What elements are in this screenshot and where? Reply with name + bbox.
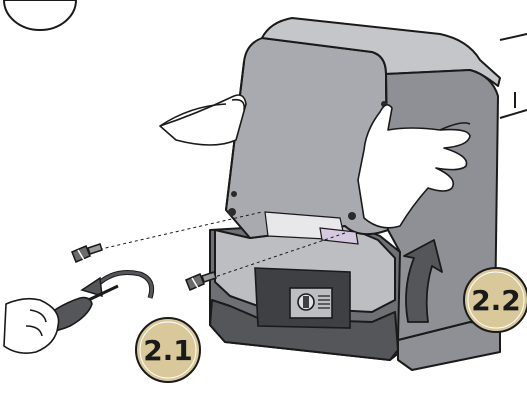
step-badge-2-2: 2.2: [464, 268, 527, 332]
hand-icon: [160, 95, 246, 145]
screw-icon: [72, 244, 102, 262]
step-label-2-1: 2.1: [143, 334, 193, 367]
cropped-step-badge: [4, 0, 76, 30]
step-badge-2-1: 2.1: [136, 318, 200, 382]
motor-housing: [210, 18, 500, 370]
cropped-side-element: [500, 34, 527, 118]
keylock-panel: [255, 268, 350, 328]
step-label-2-2: 2.2: [471, 284, 521, 317]
